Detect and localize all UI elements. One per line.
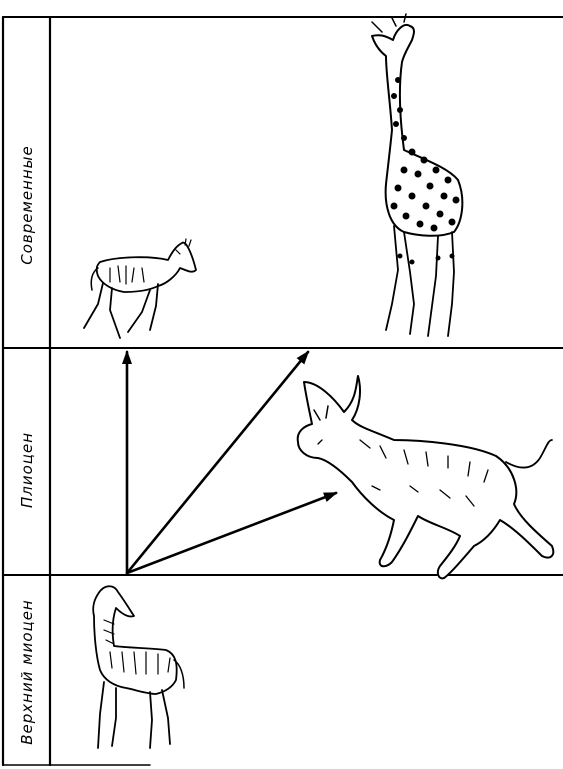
period-label-modern: Современные — [18, 145, 36, 264]
young-giraffe-icon — [84, 239, 196, 338]
palaeotragus-icon — [93, 586, 184, 748]
sivatherium-icon — [298, 376, 554, 578]
diagram-frame — [3, 17, 563, 765]
period-label-pliocene: Плиоцен — [18, 432, 36, 508]
arrow-to-sivatherium-upper — [127, 352, 308, 573]
period-label-upper-miocene: Верхний миоцен — [18, 599, 36, 744]
modern-giraffe-icon — [372, 14, 462, 336]
